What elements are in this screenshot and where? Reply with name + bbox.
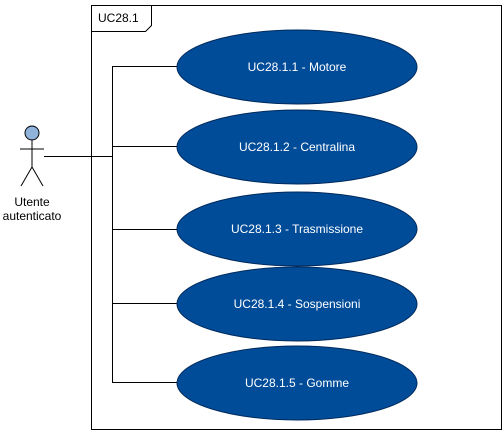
system-boundary-tab bbox=[91, 5, 152, 32]
use-case-ellipse bbox=[176, 29, 418, 105]
use-case-label: UC28.1.5 - Gomme bbox=[245, 376, 349, 390]
use-case-motore[interactable]: UC28.1.1 - Motore bbox=[176, 29, 418, 105]
actor-head-icon bbox=[24, 125, 40, 141]
system-boundary-title: UC28.1 bbox=[98, 11, 139, 25]
use-case-sospensioni[interactable]: UC28.1.4 - Sospensioni bbox=[176, 266, 418, 342]
association-lines bbox=[44, 66, 178, 383]
actor-label-line2: autenticato bbox=[3, 209, 62, 223]
use-case-label: UC28.1.1 - Motore bbox=[248, 60, 347, 74]
use-case-label: UC28.1.2 - Centralina bbox=[239, 140, 355, 154]
use-case-gomme[interactable]: UC28.1.5 - Gomme bbox=[176, 345, 418, 421]
use-case-ellipse bbox=[176, 345, 418, 421]
use-case-ellipse bbox=[176, 191, 418, 267]
use-case-centralina[interactable]: UC28.1.2 - Centralina bbox=[176, 109, 418, 185]
use-case-label: UC28.1.4 - Sospensioni bbox=[234, 297, 361, 311]
use-case-trasmissione[interactable]: UC28.1.3 - Trasmissione bbox=[176, 191, 418, 267]
use-case-label: UC28.1.3 - Trasmissione bbox=[231, 222, 363, 236]
actor-utente-autenticato[interactable]: Utente autenticato bbox=[3, 125, 62, 223]
actor-body-icon bbox=[20, 140, 44, 187]
use-case-ellipse bbox=[176, 109, 418, 185]
actor-label-line1: Utente bbox=[14, 195, 50, 209]
use-case-ellipse bbox=[176, 266, 418, 342]
